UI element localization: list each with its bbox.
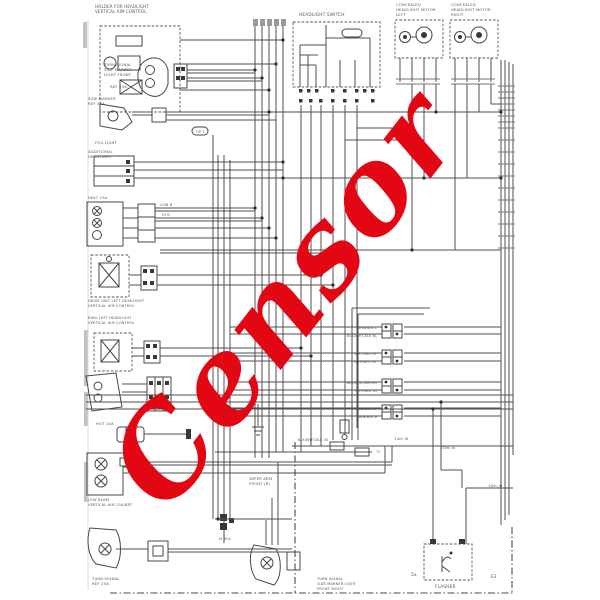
diagram-label: VERTICAL AIM 25A/BRT — [88, 503, 133, 507]
connector-pair-2 — [381, 349, 403, 365]
lamp-with-connector-grid — [85, 372, 172, 412]
diagram-label: FLASHER — [435, 584, 456, 590]
connector-pair-3 — [381, 378, 403, 394]
diagram-label: E2 — [491, 574, 497, 580]
diagram-label: SIDE MARKER LIGHT — [317, 582, 357, 586]
diagram-label: SIDE MARKER — [104, 67, 132, 72]
diagram-label: DRIVE UNIT LEFT HEADLIGHT — [88, 299, 145, 303]
diagram-label: FRONT RIGHT — [317, 587, 344, 591]
harness-boundary — [110, 442, 513, 594]
wire-bus-vertical — [212, 19, 358, 543]
headlight-bottom-assembly — [86, 446, 393, 496]
diagram-label: LIGHT FRONT — [104, 72, 132, 77]
diagram-label: VERTICAL AIM CONTROL — [88, 321, 135, 325]
diagram-label: T.I — [375, 449, 381, 454]
diagram-label: 10m /6 — [394, 436, 409, 441]
long-horizontal-wires — [86, 249, 513, 544]
concealed-headlight-motor-left — [394, 19, 444, 59]
switch-pins — [299, 89, 375, 103]
diagram-label: BLK/WHT-BLK 30 — [298, 438, 328, 442]
connector-pair-4 — [381, 404, 403, 420]
turn-signal-front-left-lamp — [137, 57, 262, 97]
diagram-label: ADDITIONAL — [88, 149, 114, 154]
diagram-label: OP 1 — [196, 130, 205, 134]
diagram-label: HDLT 15A — [88, 195, 108, 200]
diagram-label: CONCEALED — [451, 2, 476, 7]
small-sensor — [339, 419, 350, 440]
diagram-label: VERTICAL AIM CONTROL — [88, 304, 135, 308]
headlight-left-assembly — [86, 201, 276, 247]
aim-control-holder-box — [99, 25, 283, 113]
diagram-label: GRN/BLK 6 — [357, 415, 377, 419]
flasher-box — [423, 539, 473, 581]
diagram-label: HEADLIGHT SWITCH — [299, 12, 345, 18]
right-harness-bundle — [498, 60, 515, 525]
diagram-label: HOLDER FOR HEADLIGHT — [95, 4, 149, 9]
diagram-label: HEADLIGHT MOTOR — [451, 7, 491, 12]
diagram-label: SIDE MARKER — [88, 96, 116, 101]
wiper-junction-blocks — [220, 514, 234, 530]
diagram-label: HOT 10A — [96, 421, 114, 426]
diagram-label: BLU/BLK-GRN 6R — [347, 381, 378, 385]
diagram-label: WHT/GRY RT — [354, 352, 377, 356]
diagram-label: RED/GRY LT — [356, 407, 378, 411]
diagram-label: LOW BEAM — [88, 498, 109, 502]
diagram-label: GRN/BLK L — [358, 326, 377, 330]
diagram-label: REF 25A — [110, 84, 127, 89]
connector-pair-column — [230, 307, 501, 440]
diagram-label: BLK/WHT-BLK 6L — [347, 334, 377, 338]
concealed-headlight-motor-right — [449, 19, 499, 59]
aim-drive-unit-left — [90, 254, 333, 298]
fuse-block — [116, 426, 191, 443]
diagram-label: LOW B — [160, 203, 173, 207]
diagram-label: 10m /b — [488, 483, 503, 488]
aim-drive-unit-2 — [93, 332, 311, 372]
diagram-label: HI B — [162, 213, 170, 217]
turn-signal-bottom-left-lamp — [87, 527, 292, 569]
diagram-label: FOG LIGHT — [95, 140, 118, 145]
diagram-label: 5a — [411, 572, 417, 578]
diagram-label: TURN SIGNAL — [91, 576, 120, 581]
diagram-label: GRY/WHT RT — [354, 360, 377, 364]
headlight-switch-box — [292, 21, 381, 103]
diagram-label: REF 25A — [88, 101, 105, 106]
diagram-label: TURN SIGNAL — [103, 62, 132, 67]
diagram-label: TURN SIGNAL — [316, 577, 343, 581]
diagram-label: RIGHT — [451, 12, 464, 17]
motor-wiring-drops — [345, 58, 501, 250]
connector-pair-1 — [381, 323, 403, 339]
side-marker-lamp — [99, 103, 501, 131]
diagram-label: FRONT (B) — [249, 481, 270, 486]
diagram-label: GRY/RED LR — [355, 389, 377, 393]
diagram-label: 100m /a — [440, 446, 455, 450]
diagram-label: RING LEFT HEADLIGHT — [88, 316, 132, 320]
diagram-label: WIPER ARM — [249, 476, 272, 481]
diagram-label: HEADLIGHT — [88, 154, 112, 159]
diagram-label: 10 BLK — [218, 537, 231, 541]
diagram-label: LEFT — [396, 12, 406, 17]
diagram-label: REF 25A — [92, 581, 109, 586]
diagram-label: CONCEALED — [396, 2, 421, 7]
turn-signal-bottom-center-lamp — [249, 462, 301, 586]
junction-dots — [216, 38, 503, 521]
diagram-label: VERTICAL AIM CONTROL — [95, 9, 147, 14]
fog-light-connector — [93, 126, 501, 187]
diagram-label: HEADLIGHT MOTOR — [396, 7, 436, 12]
